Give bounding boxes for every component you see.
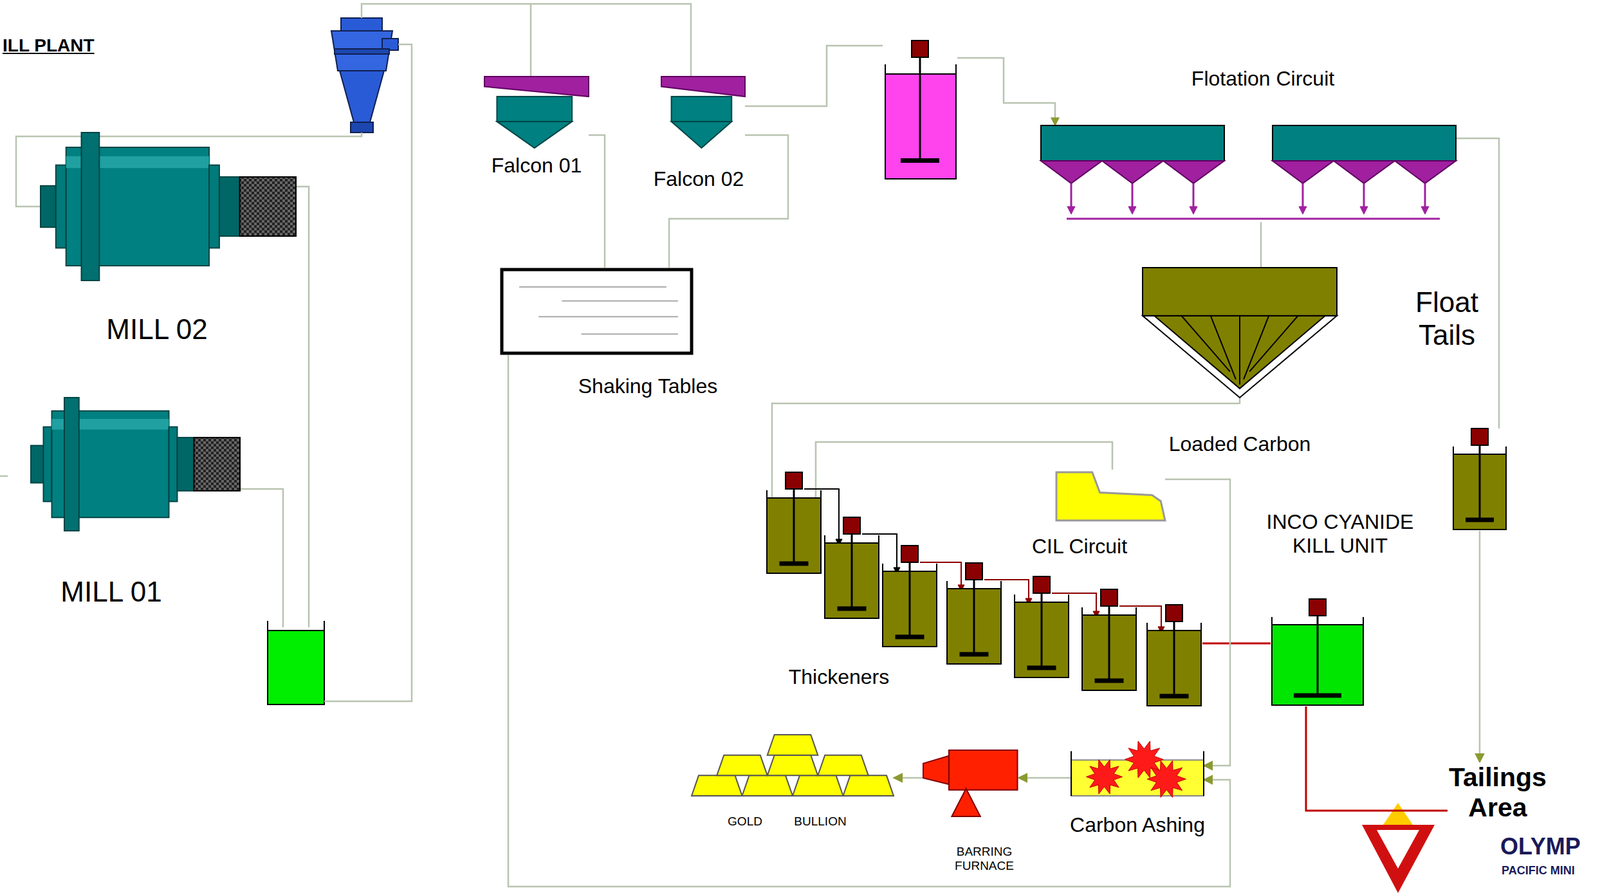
barring-furnace-shape: [923, 750, 1019, 817]
shaking-table-shape: [499, 267, 694, 356]
node-label: CIL Circuit: [1030, 534, 1129, 559]
node-label: Flotation Circuit: [1190, 66, 1336, 91]
cyclone: [331, 18, 399, 133]
node-label: MILL 02: [104, 313, 209, 347]
flotation-cells-shape: [1040, 125, 1456, 222]
loaded-carbon-cone: Loaded Carbon: [1142, 267, 1337, 398]
falcon-concentrator-shape: [484, 76, 589, 148]
node-label: INCO CYANIDE KILL UNIT: [1264, 510, 1416, 558]
node-label: GOLD: [726, 814, 764, 829]
flow-line: [1202, 642, 1271, 645]
carbon-ashing-kiln: Carbon Ashing: [1071, 739, 1204, 796]
flow-line: [508, 355, 1231, 887]
flow-line: [1018, 777, 1072, 780]
flow-line: [669, 135, 789, 268]
logo-text: PACIFIC MINI: [1501, 864, 1575, 878]
ball-mill-shape: [30, 397, 240, 531]
conditioning-tank: [885, 40, 957, 179]
node-label: MILL 01: [59, 575, 163, 609]
node-label: Thickeners: [787, 665, 892, 690]
flotation-cells: Flotation Circuit: [1040, 125, 1456, 222]
flow-line: [1260, 221, 1263, 268]
cyanide-kill-tank: INCO CYANIDE KILL UNIT: [1270, 598, 1365, 707]
tailings-area: Tailings Area: [1447, 762, 1548, 823]
cyanide-kill-tank-shape: [1270, 598, 1365, 707]
node-label: Falcon 02: [652, 167, 746, 192]
tank-train: Thickeners: [765, 471, 1203, 708]
carbon-hopper-shape: [1056, 469, 1166, 521]
barring-furnace: BARRING FURNACE: [923, 750, 1019, 817]
process-line: [0, 3, 1056, 702]
float-tails-tank-shape: [1452, 428, 1508, 531]
gold-bars-shape: [691, 734, 894, 796]
falcon-concentrator: Falcon 02: [661, 76, 745, 148]
falcon-concentrator-shape: [661, 76, 745, 148]
flow-line: [1479, 530, 1481, 763]
node-label: BULLION: [792, 814, 848, 829]
falcon-concentrator: Falcon 01: [484, 76, 589, 148]
ball-mill: MILL 02: [40, 132, 296, 281]
node-label: Tailings Area: [1447, 762, 1548, 823]
loaded-carbon-cone-shape: [1142, 267, 1337, 398]
flow-line: [1455, 138, 1499, 429]
node-label: Loaded Carbon: [1167, 432, 1313, 457]
node-label: Carbon Ashing: [1068, 813, 1207, 837]
flow-line: [893, 777, 924, 780]
float-tails-tank: Float Tails: [1452, 428, 1508, 531]
node-label: Falcon 01: [490, 153, 584, 178]
flow-line: [1305, 706, 1448, 811]
flow-line: [815, 441, 1113, 472]
ball-mill: MILL 01: [30, 397, 240, 531]
gold-bars: GOLDBULLION: [691, 734, 894, 796]
node-label: Shaking Tables: [577, 374, 719, 399]
sump-tank: [267, 620, 325, 705]
flow-line: [1165, 479, 1231, 766]
flow-line: [588, 135, 605, 268]
node-label: Float Tails: [1414, 286, 1480, 352]
company-logo: [1361, 802, 1435, 893]
diagram-title: ILL PLANT: [2, 36, 95, 56]
carbon-hopper: CIL Circuit: [1056, 469, 1166, 521]
carbon-ashing-kiln-shape: [1071, 739, 1204, 796]
node-label: BARRING FURNACE: [953, 844, 1016, 874]
logo-text: OLYMP: [1500, 833, 1581, 860]
shaking-table: Shaking Tables: [499, 267, 694, 356]
ball-mill-shape: [40, 132, 296, 281]
